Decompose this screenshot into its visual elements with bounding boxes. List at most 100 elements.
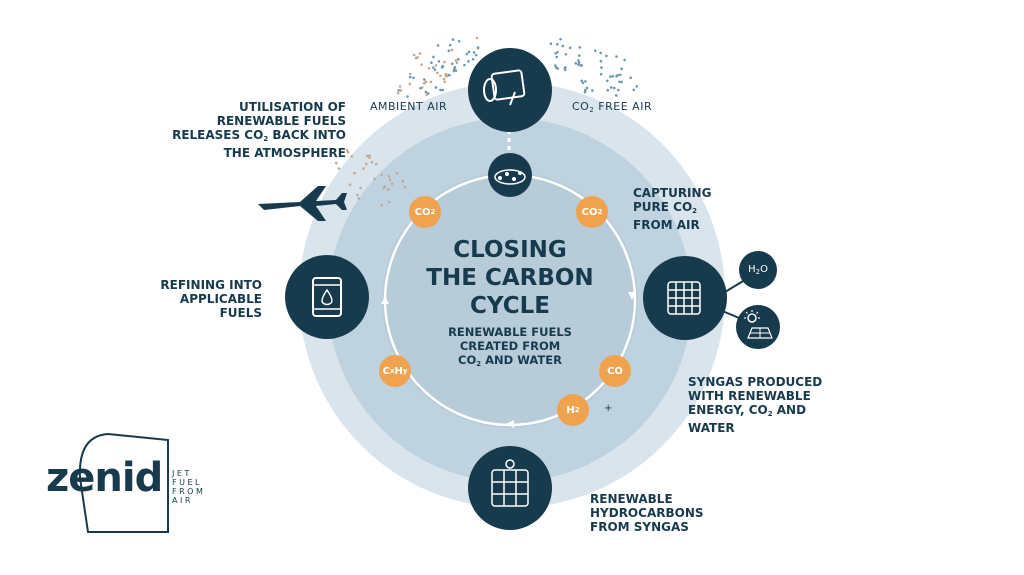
- air-particle: [450, 62, 454, 66]
- air-particle: [439, 74, 442, 78]
- airplane-icon: [258, 186, 347, 221]
- air-particle: [585, 86, 589, 90]
- zenid-logo: zenid: [46, 455, 163, 501]
- cycle-arrow-left: [381, 296, 389, 304]
- syngas-line-4: WATER: [688, 421, 735, 435]
- air-particle: [451, 38, 455, 41]
- air-particle: [635, 85, 639, 88]
- cycle-arrow-right: [628, 292, 636, 300]
- air-particle: [599, 51, 602, 55]
- air-particle: [475, 36, 479, 40]
- air-particle: [419, 86, 422, 90]
- air-particle: [388, 178, 392, 182]
- air-particle: [408, 82, 412, 86]
- air-particle: [612, 86, 616, 90]
- air-particle: [346, 150, 350, 154]
- air-particle: [455, 61, 459, 65]
- tagline-line-3: FROM: [172, 487, 206, 496]
- air-particle: [447, 49, 451, 53]
- air-particle: [433, 68, 437, 71]
- air-particle: [357, 197, 361, 200]
- air-particle: [576, 63, 580, 66]
- air-particle: [556, 67, 560, 70]
- air-particle: [432, 66, 435, 69]
- air-particle: [442, 77, 446, 81]
- air-particle: [581, 81, 585, 85]
- air-particle: [620, 80, 623, 84]
- air-particle: [609, 75, 612, 78]
- co2-free-air-particles: [549, 37, 639, 97]
- air-particle: [554, 64, 557, 67]
- title-line-1: CLOSING: [453, 237, 567, 263]
- capturing-line-1: CAPTURING: [633, 186, 712, 200]
- hydrocarbons-line-3: FROM SYNGAS: [590, 520, 689, 534]
- air-particle: [350, 154, 354, 158]
- air-particle: [579, 64, 582, 67]
- title-line-2: THE CARBON: [426, 265, 594, 291]
- air-particle: [600, 66, 603, 69]
- air-particle: [443, 60, 446, 64]
- air-particle: [454, 59, 458, 62]
- plus-sign: +: [604, 403, 613, 414]
- air-particle: [606, 88, 610, 92]
- air-particle: [418, 52, 422, 55]
- air-particle: [614, 94, 618, 97]
- air-particle: [452, 69, 456, 73]
- air-particle: [429, 80, 433, 84]
- ambient-air-label: AMBIENT AIR: [370, 100, 448, 113]
- air-particle: [463, 63, 466, 67]
- air-particle: [615, 55, 618, 58]
- utilisation-line-2: RENEWABLE FUELS: [216, 114, 346, 128]
- air-particle: [559, 37, 562, 41]
- air-particle: [616, 73, 620, 77]
- air-particle: [443, 80, 446, 84]
- air-particle: [427, 66, 431, 70]
- air-particle: [465, 52, 469, 56]
- solar-energy-node: [736, 305, 780, 349]
- air-particle: [435, 71, 439, 75]
- air-capture-node: [468, 48, 552, 132]
- air-particle: [453, 65, 457, 69]
- air-particle: [564, 66, 567, 69]
- air-particle: [574, 62, 578, 65]
- air-particle: [408, 75, 412, 79]
- syngas-line-2: WITH RENEWABLE: [688, 389, 811, 403]
- air-particle: [390, 182, 394, 185]
- air-particle: [334, 161, 338, 165]
- syngas-reactor-node: [643, 256, 759, 340]
- air-particle: [564, 52, 568, 56]
- air-particle: [430, 61, 433, 65]
- air-particle: [609, 86, 613, 89]
- air-particle: [606, 79, 609, 83]
- air-particle: [447, 73, 451, 77]
- exhaust-particles: [334, 148, 407, 207]
- air-particle: [577, 61, 581, 64]
- air-particle: [395, 171, 399, 175]
- air-particle: [424, 80, 428, 84]
- co2-capture-node: [488, 153, 532, 197]
- air-particle: [356, 193, 359, 197]
- air-particle: [619, 73, 622, 77]
- air-particle: [406, 95, 409, 98]
- co-badge: CO: [599, 355, 631, 387]
- air-particle: [424, 90, 428, 94]
- utilisation-line-4: THE ATMOSPHERE: [223, 146, 346, 160]
- air-particle: [583, 88, 587, 92]
- air-particle: [445, 75, 448, 78]
- air-particle: [397, 89, 400, 92]
- refining-line-1: REFINING INTO: [160, 278, 262, 292]
- air-particle: [337, 167, 341, 170]
- air-particle: [467, 60, 470, 63]
- air-particle: [440, 66, 444, 69]
- air-particle: [580, 79, 584, 83]
- hydrocarbon-node: [468, 446, 552, 530]
- air-particle: [457, 58, 460, 61]
- air-particle: [368, 154, 371, 157]
- subtitle-line-2: CREATED FROM: [459, 339, 561, 353]
- air-particle: [414, 56, 418, 60]
- air-particle: [432, 55, 435, 59]
- air-particle: [403, 185, 407, 189]
